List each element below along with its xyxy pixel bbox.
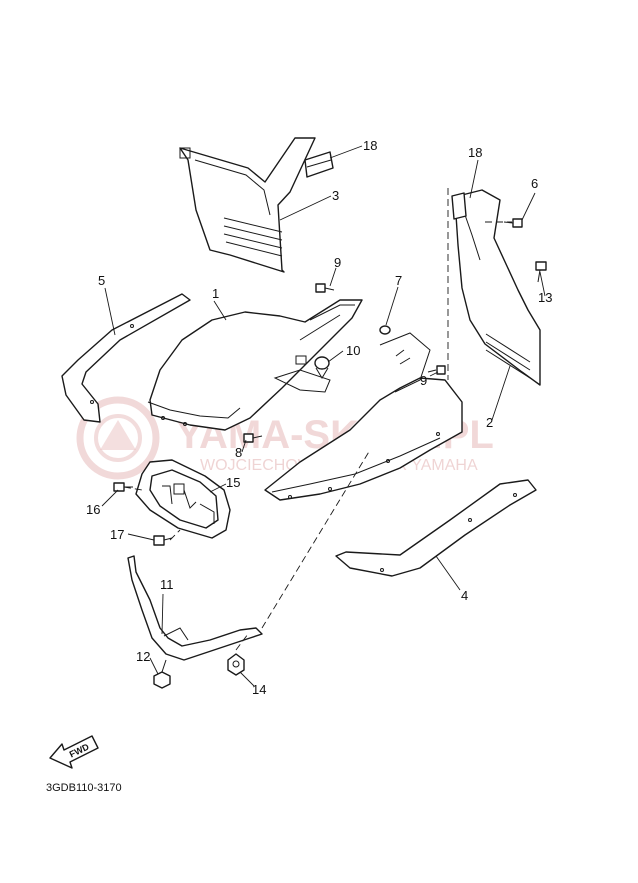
part-9-screw-right [427,365,446,375]
callout-2: 2 [486,415,493,430]
callout-5: 5 [98,273,105,288]
callout-12: 12 [136,649,150,664]
callout-1: 1 [212,286,219,301]
callout-10: 10 [346,343,360,358]
part-right-side-cover [455,189,541,386]
part-12-bolt [153,659,171,689]
part-11-stay [127,555,263,661]
callout-3: 3 [332,188,339,203]
fasteners [113,218,547,689]
callout-16: 16 [86,502,100,517]
callout-6: 6 [531,176,538,191]
part-15-bracket [135,459,231,539]
callout-9-left: 9 [334,255,341,270]
part-5-left-flap [61,293,191,423]
callout-8: 8 [235,445,242,460]
callout-4: 4 [461,588,468,603]
callout-9-right: 9 [420,373,427,388]
part-3-left-side-cover [179,137,316,273]
fwd-direction-arrow: FWD [49,735,99,769]
callout-18-right: 18 [468,145,482,160]
part-16-bolt [113,482,133,492]
part-9-screw-left [315,283,335,293]
callout-14: 14 [252,682,266,697]
callout-18-left: 18 [363,138,377,153]
part-13-screw [535,261,547,283]
part-10-reflector [314,356,330,379]
part-1-front-fender [147,299,363,431]
part-6-screw [503,218,523,228]
part-18-label-left [304,151,334,178]
callout-7: 7 [395,273,402,288]
part-14-nut [227,653,245,676]
callout-11: 11 [160,577,174,592]
callouts: 1 2 3 4 5 6 7 8 9 9 10 11 12 13 14 15 16… [86,138,552,697]
leader-lines [101,145,546,687]
part-18-label-right [451,192,467,220]
assembly-lines [123,188,512,651]
callout-15: 15 [226,475,240,490]
callout-13: 13 [538,290,552,305]
part-8-screw [243,433,263,443]
part-4-right-flap [335,479,537,577]
part-7-grommet [379,325,391,335]
watermark-logo [76,396,160,480]
part-17-bolt [153,535,173,546]
drawing-code: 3GDB110-3170 [46,782,122,794]
callout-17: 17 [110,527,124,542]
